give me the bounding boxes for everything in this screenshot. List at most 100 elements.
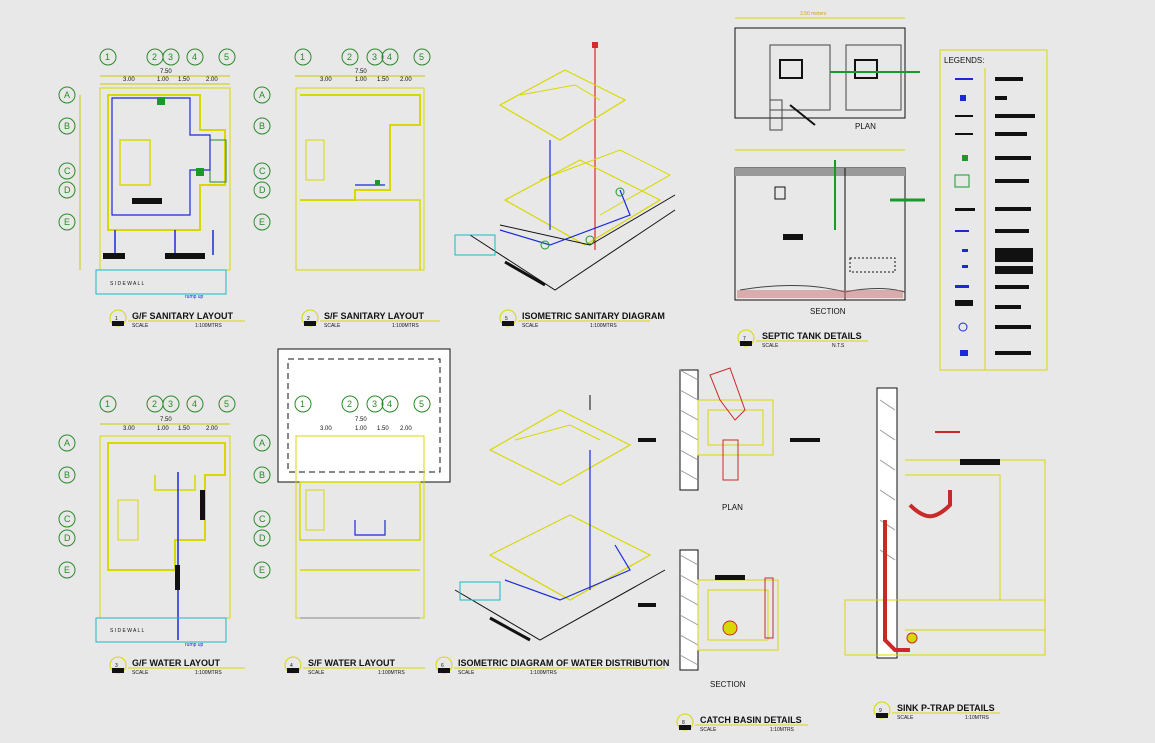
title-number: 5 bbox=[505, 316, 508, 322]
catch-basin-plan: PLAN bbox=[638, 367, 820, 512]
title-scale-label: SCALE bbox=[458, 670, 475, 676]
grid-label: C bbox=[64, 166, 71, 176]
legend-title: LEGENDS: bbox=[944, 56, 984, 65]
grid-label: 5 bbox=[419, 52, 424, 62]
dimension-text: 1.00 bbox=[355, 77, 367, 83]
grid-label: 3 bbox=[372, 52, 377, 62]
grid-label: A bbox=[64, 438, 70, 448]
septic-tank-section: SECTION bbox=[734, 149, 925, 316]
grid-label: 3 bbox=[168, 52, 173, 62]
title-text: S/F SANITARY LAYOUT bbox=[324, 311, 425, 321]
dimension-text: 3.00 bbox=[320, 77, 332, 83]
catch-basin-plan-label: PLAN bbox=[722, 503, 743, 512]
dimension-text: 1.00 bbox=[355, 426, 367, 432]
grid-label: D bbox=[259, 533, 266, 543]
grid-label: D bbox=[259, 185, 266, 195]
title-scale: 1:10MTRS bbox=[965, 715, 990, 721]
title-text: ISOMETRIC DIAGRAM OF WATER DISTRIBUTION bbox=[458, 658, 669, 668]
dimension-text: 1.50 bbox=[377, 426, 389, 432]
grid-label: D bbox=[64, 533, 71, 543]
grid-bubbles-top: 1 2 3 4 5 bbox=[99, 48, 236, 66]
dimension-text: 1.50 bbox=[377, 77, 389, 83]
legend-panel: LEGENDS: bbox=[939, 49, 1048, 371]
title-block-3: 3 G/F WATER LAYOUT SCALE 1:100MTRS bbox=[109, 656, 245, 676]
title-block-2: 2 S/F SANITARY LAYOUT SCALE 1:100MTRS bbox=[301, 309, 440, 329]
title-text: CATCH BASIN DETAILS bbox=[700, 715, 802, 725]
grid-label: 4 bbox=[387, 399, 392, 409]
title-scale-label: SCALE bbox=[324, 323, 341, 329]
title-scale: 1:100MTRS bbox=[392, 323, 419, 329]
dimension-text: 3.00 bbox=[123, 77, 135, 83]
plan-gf-water: 1 2 3 4 5 7.50 3.00 1.00 1.50 2.00 A B C… bbox=[58, 395, 236, 648]
title-scale: 1:100MTRS bbox=[530, 670, 557, 676]
grid-label: 4 bbox=[192, 399, 197, 409]
ramp-up-label: rump up bbox=[185, 642, 204, 648]
grid-label: 5 bbox=[224, 399, 229, 409]
title-text: SEPTIC TANK DETAILS bbox=[762, 331, 862, 341]
dimension-text: 7.50 bbox=[355, 417, 367, 423]
septic-section-label: SECTION bbox=[810, 307, 846, 316]
title-text: SINK P-TRAP DETAILS bbox=[897, 703, 995, 713]
title-scale: 1:100MTRS bbox=[378, 670, 405, 676]
grid-label: B bbox=[64, 121, 70, 131]
legend-swatches bbox=[954, 77, 1035, 356]
ramp-up-label: rump up bbox=[185, 294, 204, 300]
title-scale: N.T.S bbox=[832, 343, 845, 349]
title-number: 1 bbox=[115, 316, 118, 322]
grid-label: 1 bbox=[105, 399, 110, 409]
title-scale-label: SCALE bbox=[522, 323, 539, 329]
title-scale: 1:10MTRS bbox=[770, 727, 795, 733]
title-number: 3 bbox=[115, 663, 118, 669]
title-scale-label: SCALE bbox=[762, 343, 779, 349]
sink-ptrap bbox=[844, 387, 1046, 659]
dimension-text: 2.00 bbox=[400, 426, 412, 432]
grid-bubbles-left: A B C D E bbox=[58, 86, 76, 231]
dimension-text: 1.00 bbox=[157, 426, 169, 432]
title-text: S/F WATER LAYOUT bbox=[308, 658, 396, 668]
title-block-4: 4 S/F WATER LAYOUT SCALE 1:100MTRS bbox=[284, 656, 425, 676]
dimension-text: 3.00 bbox=[320, 426, 332, 432]
grid-label: C bbox=[64, 514, 71, 524]
side-wall-label: S I D E W A L L bbox=[110, 281, 144, 287]
title-block-8: 8 CATCH BASIN DETAILS SCALE 1:10MTRS bbox=[676, 713, 808, 733]
title-scale-label: SCALE bbox=[132, 323, 149, 329]
title-block-7: 7 SEPTIC TANK DETAILS SCALE N.T.S bbox=[737, 329, 868, 349]
title-text: ISOMETRIC SANITARY DIAGRAM bbox=[522, 311, 665, 321]
title-text: G/F WATER LAYOUT bbox=[132, 658, 221, 668]
dimension-text: 2.00 bbox=[206, 77, 218, 83]
grid-label: E bbox=[64, 565, 70, 575]
grid-label: A bbox=[64, 90, 70, 100]
title-scale: 1:100MTRS bbox=[195, 323, 222, 329]
title-number: 9 bbox=[879, 708, 882, 714]
grid-label: B bbox=[259, 121, 265, 131]
septic-tank-plan: 3.50 meters PLAN bbox=[734, 11, 920, 131]
title-number: 7 bbox=[743, 336, 746, 342]
grid-label: 3 bbox=[168, 399, 173, 409]
grid-label: 1 bbox=[300, 52, 305, 62]
grid-label: B bbox=[259, 470, 265, 480]
grid-label: E bbox=[259, 217, 265, 227]
dimension-text: 7.50 bbox=[355, 69, 367, 75]
grid-label: 4 bbox=[192, 52, 197, 62]
grid-label: A bbox=[259, 90, 265, 100]
grid-label: E bbox=[259, 565, 265, 575]
grid-label: 1 bbox=[300, 399, 305, 409]
grid-label: 5 bbox=[224, 52, 229, 62]
catch-basin-section: SECTION bbox=[638, 549, 779, 689]
catch-basin-section-label: SECTION bbox=[710, 680, 746, 689]
title-number: 8 bbox=[682, 720, 685, 726]
grid-label: 3 bbox=[372, 399, 377, 409]
title-scale-label: SCALE bbox=[700, 727, 717, 733]
grid-label: B bbox=[64, 470, 70, 480]
dimension-text: 7.50 bbox=[160, 417, 172, 423]
dimension-text: 7.50 bbox=[160, 69, 172, 75]
title-block-9: 9 SINK P-TRAP DETAILS SCALE 1:10MTRS bbox=[873, 701, 1000, 721]
grid-label: 2 bbox=[152, 399, 157, 409]
title-scale: 1:100MTRS bbox=[590, 323, 617, 329]
septic-plan-label: PLAN bbox=[855, 122, 876, 131]
title-block-1: 1 G/F SANITARY LAYOUT SCALE 1:100MTRS bbox=[109, 309, 245, 329]
grid-label: 5 bbox=[419, 399, 424, 409]
grid-label: 2 bbox=[347, 52, 352, 62]
grid-label: A bbox=[259, 438, 265, 448]
